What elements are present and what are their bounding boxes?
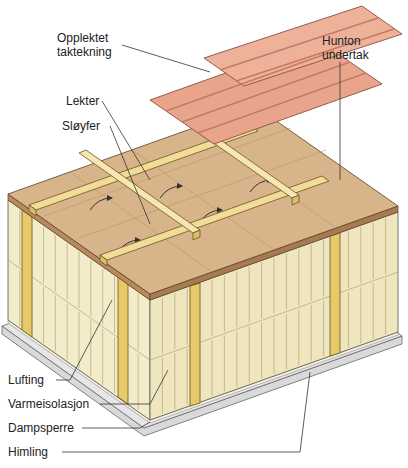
insulation-line [249,267,250,323]
insulation-line [385,278,386,334]
insulation-line [224,336,225,392]
insulation-line [55,235,56,291]
insulation-line [114,277,115,333]
insulation-line [67,244,68,300]
insulation-line [90,260,91,316]
insulation-line [67,304,68,360]
insulation-line [224,276,225,332]
insulation-line [174,293,175,349]
insulation-line [373,223,374,279]
insulation-line [348,292,349,348]
insulation-line [323,240,324,296]
insulation-line [187,349,188,405]
insulation-line [261,322,262,378]
insulation-line [311,245,312,301]
insulation-line [286,254,287,310]
part-label: Lufting [8,373,44,387]
insulation-line [236,331,237,387]
insulation-line [55,295,56,351]
insulation-line [348,232,349,288]
insulation-line [311,305,312,361]
insulation-line [298,249,299,305]
insulation-line [373,283,374,339]
insulation-line [274,258,275,314]
insulation-line [212,340,213,396]
insulation-line [114,337,115,393]
insulation-line [298,309,299,365]
insulation-line [286,314,287,370]
insulation-line [102,329,103,385]
insulation-line [187,289,188,345]
part-label: Varmeisolasjon [8,397,89,411]
airflow-arrows [90,180,272,252]
insulation-line [43,287,44,343]
part-label: Opplektet taktekning [57,31,125,59]
insulation-line [79,252,80,308]
insulation-line [249,327,250,383]
counter-battens [29,126,329,266]
insulation-line [79,312,80,368]
insulation-line [162,358,163,414]
insulation-line [360,287,361,343]
insulation-line [385,218,386,274]
part-label: Lekter [66,94,99,108]
part-label: Sløyfer [62,119,100,133]
roof-tiles [150,6,402,144]
insulation-line [19,210,20,266]
insulation-line [261,262,262,318]
insulation-line [43,227,44,283]
insulation-line [162,298,163,354]
insulation-line [274,318,275,374]
insulation-line [174,353,175,409]
insulation-line [323,300,324,356]
insulation-line [138,294,139,350]
leader-lines [56,45,340,452]
battens [79,115,299,240]
part-label: Himling [8,445,48,459]
part-label: Dampsperre [8,421,74,435]
insulation-line [212,280,213,336]
insulation-line [90,320,91,376]
insulation-line [236,271,237,327]
insulation-line [360,227,361,283]
insulation-line [138,354,139,410]
part-label: Hunton undertak [322,34,384,62]
insulation-line [19,270,20,326]
